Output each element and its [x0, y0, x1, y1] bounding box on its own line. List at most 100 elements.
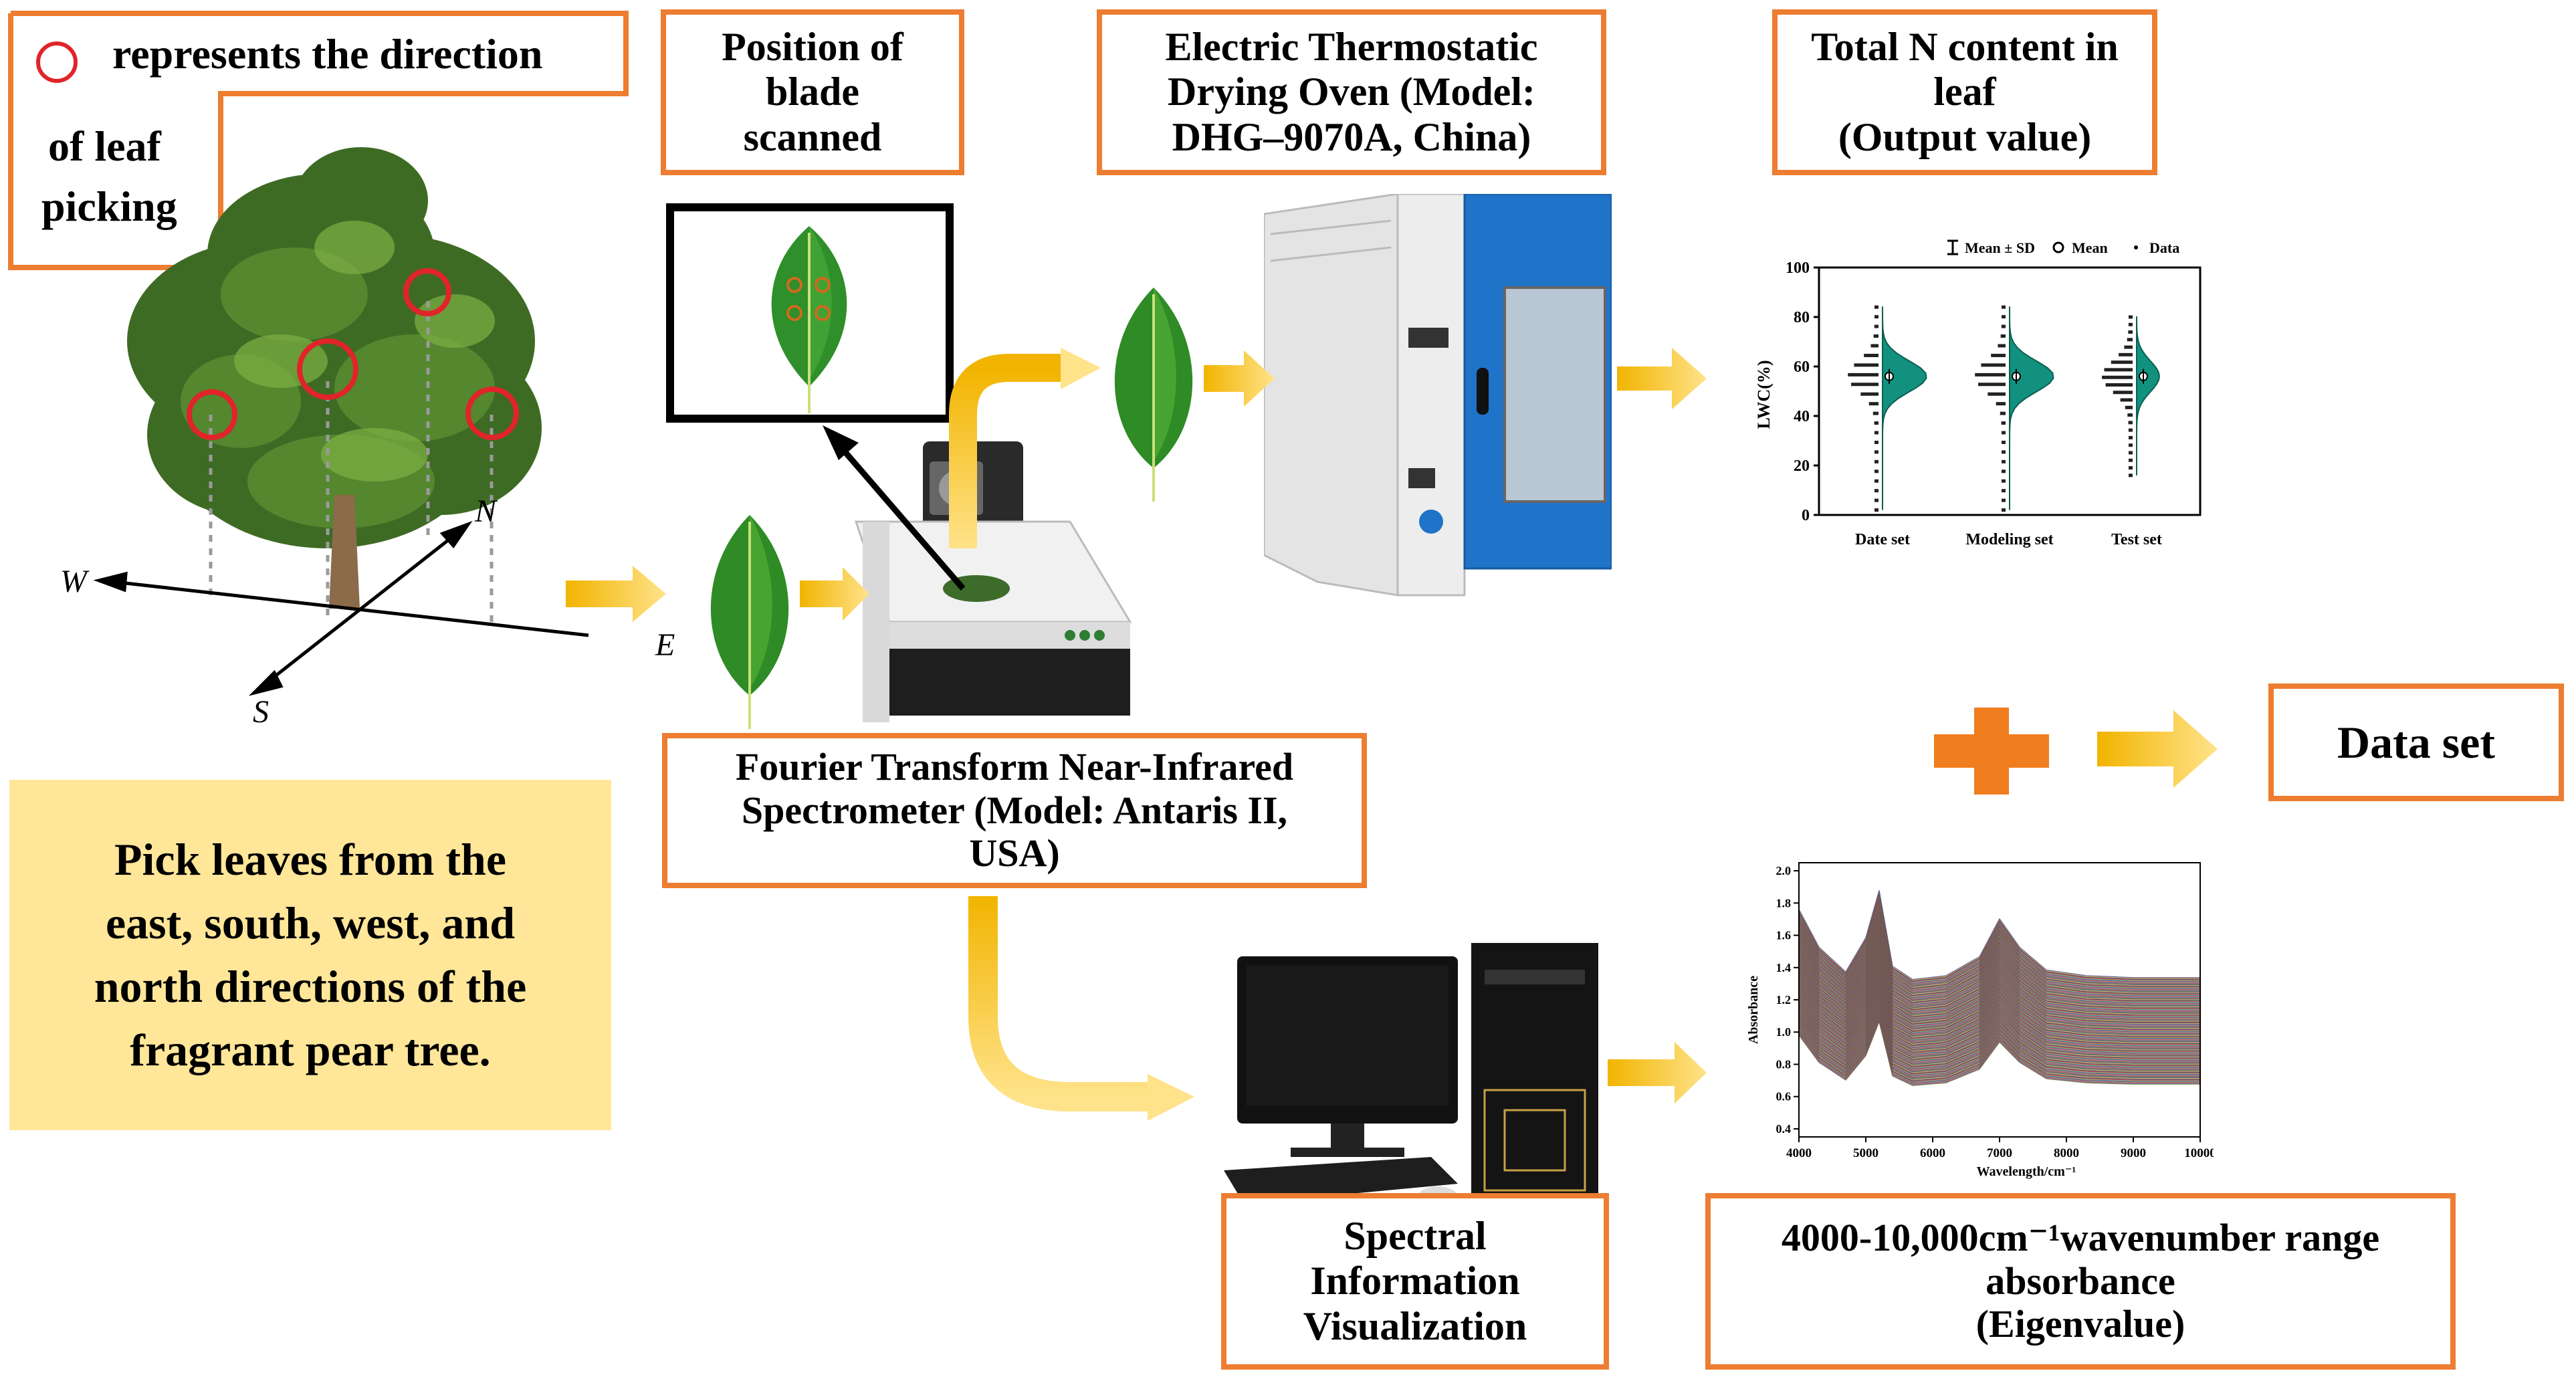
drying-oven-box: Electric Thermostatic Drying Oven (Model… [1097, 9, 1606, 175]
pick-line-3: north directions of the [94, 961, 527, 1012]
legend-mean: Mean [2072, 239, 2108, 256]
spectra-xtick-label: 8000 [2054, 1146, 2079, 1160]
spectra-ytick-label: 2.0 [1776, 864, 1792, 877]
ftnir-line-1: Fourier Transform Near-Infrared [735, 744, 1294, 788]
violin-ytick-label: 60 [1794, 358, 1810, 376]
compass-north-label: N [474, 494, 498, 529]
arrow-to-data-set [2097, 710, 2218, 788]
violin-ytick-label: 20 [1794, 457, 1810, 475]
violin-category-label: Date set [1855, 531, 1910, 548]
ftnir-line-2: Spectrometer (Model: Antaris II, [741, 788, 1288, 832]
wavenumber-line-3: (Eigenvalue) [1975, 1302, 2185, 1346]
arrow-ftnir-to-computer [968, 896, 1194, 1121]
spectra-axes-frame [1798, 862, 2201, 1138]
spectrum-line [1798, 989, 2200, 1061]
spectra-ytick-label: 0.6 [1776, 1090, 1792, 1103]
compass-west-label: W [60, 564, 90, 599]
violin-category-label: Modeling set [1965, 531, 2053, 548]
computer-image [1224, 943, 1598, 1210]
violin-shape [2136, 316, 2161, 475]
legend-line-1: represents the direction [112, 30, 543, 78]
violin-ytick-label: 40 [1794, 408, 1810, 425]
spectra-ytick-label: 1.6 [1776, 929, 1792, 942]
spectra-xtick-label: 4000 [1786, 1146, 1812, 1160]
spectral-line-2: Information [1310, 1259, 1520, 1303]
pear-tree-illustration: W N E S [60, 147, 675, 730]
drying-oven-image [1264, 194, 1612, 597]
pick-leaves-box: Pick leaves from the east, south, west, … [9, 780, 611, 1130]
legend-mean-sd: Mean ± SD [1965, 239, 2035, 256]
wavenumber-line-2: absorbance [1985, 1259, 2175, 1303]
spectra-ytick-label: 1.2 [1776, 993, 1792, 1006]
oven-line-3: DHG–9070A, China) [1172, 114, 1531, 159]
oven-line-1: Electric Thermostatic [1165, 25, 1538, 70]
wavenumber-box: 4000-10,000cm⁻¹wavenumber range absorban… [1705, 1193, 2456, 1370]
violin-ylabel: LWC(%) [1754, 360, 1774, 429]
spectrum-line [1798, 1018, 2200, 1085]
totaln-line-3: (Output value) [1838, 114, 2092, 159]
spectrum-line [1798, 1009, 2200, 1077]
spectrum-line [1798, 1004, 2200, 1073]
spectrum-line [1798, 991, 2200, 1063]
spectra-xtick-label: 9000 [2121, 1146, 2146, 1160]
spectra-xtick-label: 10000 [2184, 1146, 2214, 1160]
ftnir-spectrometer-box: Fourier Transform Near-Infrared Spectrom… [662, 733, 1367, 888]
spectral-line-3: Visualization [1303, 1303, 1527, 1348]
legend-frame [8, 11, 629, 270]
violin-axes-frame [1818, 266, 2202, 516]
spectra-xtick-label: 5000 [1853, 1146, 1879, 1160]
blade-line-3: scanned [743, 114, 882, 159]
violin-legend: Mean ± SD Mean Data [1947, 239, 2179, 256]
scan-position-arrow [823, 425, 966, 591]
blade-scanned-box: Position of blade scanned [661, 9, 964, 175]
legend-line-2: of leaf [48, 122, 161, 170]
spectra-plot-area: 4000 5000 6000 7000 8000 9000 10000 0.4 0.6 0.8 1.… [1776, 862, 2214, 1160]
violin-ytick-label: 0 [1802, 507, 1810, 524]
pick-line-2: east, south, west, and [105, 897, 516, 948]
spectra-ytick-label: 1.8 [1776, 896, 1792, 910]
spectra-ytick-label: 0.4 [1776, 1122, 1792, 1136]
spectrum-line [1798, 1011, 2200, 1079]
violin-shape [2009, 306, 2054, 510]
legend-data: Data [2149, 239, 2179, 256]
blade-line-1: Position of [722, 25, 903, 70]
pick-line-4: fragrant pear tree. [130, 1025, 491, 1076]
spectrum-line [1798, 890, 2200, 980]
pick-line-1: Pick leaves from the [114, 833, 507, 885]
spectrum-line [1798, 1013, 2200, 1081]
oven-line-2: Drying Oven (Model: [1168, 70, 1535, 114]
compass-south-label: S [253, 694, 269, 730]
plus-icon [1934, 708, 2049, 794]
violin-ytick-label: 100 [1786, 259, 1810, 277]
spectra-ytick-label: 1.0 [1776, 1025, 1792, 1039]
scanned-leaf-image [771, 226, 847, 413]
data-set-box: Data set [2268, 683, 2564, 801]
totaln-line-1: Total N content in [1811, 25, 2119, 70]
spectra-xtick-label: 7000 [1987, 1146, 2012, 1160]
arrow-leaf-to-oven [1204, 350, 1275, 407]
data-set-label: Data set [2337, 716, 2496, 768]
wavenumber-line-1: 4000-10,000cm⁻¹wavenumber range [1781, 1215, 2380, 1259]
violin-shape [1882, 306, 1927, 510]
compass-east-label: E [655, 627, 675, 663]
blade-line-2: blade [765, 70, 860, 114]
red-circle-marker-icon [36, 41, 78, 83]
ftnir-line-3: USA) [969, 831, 1060, 875]
spectra-xtick-label: 6000 [1920, 1146, 1945, 1160]
spectra-ytick-label: 0.8 [1776, 1057, 1792, 1071]
leaf-picking-legend: represents the direction of leaf picking [0, 0, 642, 274]
spectrum-line [1798, 996, 2200, 1067]
violin-ytick-label: 80 [1794, 309, 1810, 326]
arrow-leaf-to-spectrometer [800, 567, 869, 621]
total-n-box: Total N content in leaf (Output value) [1772, 9, 2157, 175]
absorbance-spectra-chart: 4000 5000 6000 7000 8000 9000 10000 0.4 0.6 0.8 1.… [1746, 862, 2214, 1179]
spectrum-line [1798, 998, 2200, 1069]
totaln-line-2: leaf [1933, 70, 1996, 114]
spectral-line-1: Spectral [1344, 1214, 1487, 1259]
legend-line-3: picking [41, 183, 177, 230]
arrow-spectrometer-to-leaf [949, 348, 1101, 548]
measured-leaf-image [1114, 288, 1193, 502]
